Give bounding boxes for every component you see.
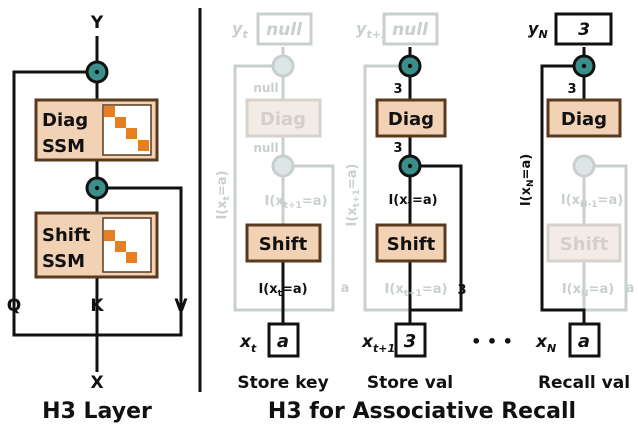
shift-label-1: Shift	[42, 225, 91, 246]
diag-label-1: Diag	[42, 110, 88, 131]
shift-box	[245, 223, 322, 263]
column-store-key: Diag yt null null null I(xt+1=a) I(xt=a)…	[215, 12, 350, 393]
shift-label: Shift	[387, 234, 436, 255]
faded-left-branch	[233, 64, 283, 312]
faded-shift-label: Shift	[560, 234, 609, 255]
x-n-label: xN	[535, 332, 556, 355]
left-branch	[540, 64, 586, 324]
y-t1-value: null	[392, 20, 429, 40]
y-t-label: yt	[232, 19, 248, 41]
shift-cell	[104, 230, 115, 241]
shift-box	[375, 223, 447, 263]
left-vertical-indicator: I(xt=a)	[215, 170, 232, 219]
v-label: V	[174, 296, 188, 316]
top-value-label: 3	[567, 82, 576, 97]
x-t-value: a	[277, 331, 289, 352]
multiply-dot	[407, 163, 413, 169]
faded-multiply-node	[271, 54, 295, 78]
shift-cell	[115, 241, 126, 252]
store-key-caption: Store key	[237, 373, 328, 393]
v-branch	[97, 186, 183, 337]
y-label: Y	[90, 13, 104, 33]
shift-cell	[126, 252, 137, 263]
y-n-label: yN	[528, 19, 548, 41]
multiply-dot	[94, 69, 100, 75]
y-t1-value-box	[382, 12, 439, 46]
k-label: K	[90, 296, 104, 316]
y-n-value-box	[554, 12, 613, 46]
diag-label-2: SSM	[42, 136, 85, 157]
x-t1-value-box	[394, 322, 427, 358]
x-t-label: xt	[239, 332, 257, 355]
recall-val-caption: Recall val	[538, 373, 630, 393]
diag-cell	[104, 106, 115, 117]
faded-right-branch	[584, 164, 628, 312]
faded-multiply-node	[271, 154, 295, 178]
faded-right-branch	[283, 164, 335, 312]
shift-label: Shift	[259, 234, 308, 255]
x-t1-label: xt+1	[361, 332, 395, 355]
x-n-value-box	[568, 322, 601, 358]
shift-output-label: I(xt=a)	[258, 282, 307, 299]
multiply-dot	[581, 63, 587, 69]
mid-indicator-label: I(xN-1=a)	[561, 193, 623, 210]
diag-box	[546, 98, 622, 138]
q-branch	[12, 70, 97, 337]
faded-shift-box	[546, 223, 622, 263]
faded-left-branch	[363, 64, 410, 312]
mid-indicator-label: I(xt=a)	[388, 193, 437, 210]
null-top-label: null	[253, 81, 278, 95]
mid-indicator-label: I(xt+1=a)	[265, 194, 328, 211]
faded-multiply-node	[572, 154, 596, 178]
y-n-value: 3	[578, 20, 590, 40]
x-n-value: a	[578, 331, 590, 352]
right-branch	[410, 164, 463, 312]
h3-layer-panel: Diag SSM Shift SSM Y Q K V X H3 Layer	[7, 13, 189, 424]
y-t-value-box	[256, 12, 313, 46]
right-branch-label: a	[626, 281, 635, 296]
y-t-value: null	[266, 20, 303, 40]
diag-label: Diag	[561, 109, 607, 130]
right-branch-label: a	[341, 281, 350, 296]
diag-cell	[138, 140, 149, 151]
q-label: Q	[7, 296, 21, 316]
left-vertical-indicator: I(xt+1=a)	[345, 164, 362, 227]
store-val-caption: Store val	[367, 373, 453, 393]
faded-diag-label: Diag	[260, 109, 306, 130]
shift-matrix-icon	[102, 217, 152, 273]
diag-cell	[126, 128, 137, 139]
x-t-value-box	[267, 322, 300, 358]
multiply-dot	[407, 63, 413, 69]
diag-cell	[115, 117, 126, 128]
column-store-val: yt+1 null Diag 3 3 I(xt=a) I(xt+1=a) Shi…	[345, 12, 467, 393]
shift-label-2: SSM	[42, 251, 85, 272]
shift-output-label: I(xt+1=a)	[385, 282, 448, 299]
faded-diag-box	[245, 98, 322, 138]
multiply-dot	[94, 185, 100, 191]
mid-value-label: 3	[393, 141, 402, 156]
diag-label: Diag	[388, 109, 434, 130]
x-t1-value: 3	[404, 331, 417, 352]
recall-caption: H3 for Associative Recall	[268, 399, 576, 424]
top-value-label: 3	[393, 82, 402, 97]
h3-layer-caption: H3 Layer	[42, 399, 152, 424]
right-branch-label: 3	[457, 283, 466, 298]
x-label: X	[90, 373, 103, 393]
column-recall-val: Shift yN 3 Diag 3 I(xN-1=a) I(xN=a) I(xN…	[519, 12, 635, 393]
diag-box	[375, 98, 447, 138]
ellipsis: • • •	[471, 332, 513, 351]
left-vertical-indicator: I(xN=a)	[519, 154, 536, 206]
null-mid-label: null	[253, 141, 278, 155]
shift-output-label: I(xN=a)	[562, 282, 614, 299]
